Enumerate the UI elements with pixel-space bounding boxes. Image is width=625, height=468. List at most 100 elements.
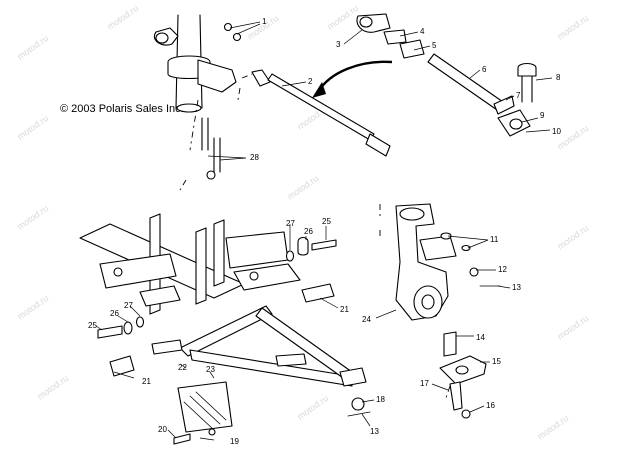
a-arm-front-tube	[179, 305, 273, 357]
ball-joint-15-hole	[455, 365, 469, 375]
frame-tube-2	[195, 227, 207, 305]
screw-20	[173, 433, 191, 445]
ball-joint-group	[439, 331, 487, 419]
jam-nut-7	[493, 95, 515, 115]
ball-joint-centerline	[445, 385, 451, 399]
jam-nut-4	[383, 29, 407, 45]
bolt-25-upper	[311, 239, 337, 251]
castle-nut-18	[351, 397, 365, 411]
frame-lower-mount	[139, 285, 181, 307]
callout-14: 14	[476, 333, 485, 342]
callout-25-upper: 25	[322, 217, 331, 226]
direction-arrowhead	[312, 82, 326, 98]
callout-27-upper: 27	[286, 219, 295, 228]
callout-27-lower: 27	[124, 301, 133, 310]
callout-labels: 1 2 3 4 5 6 7 8 9 10 11 12 13 13 14 15 1…	[88, 17, 561, 446]
tie-rod	[267, 73, 375, 141]
nut-1b	[223, 22, 233, 32]
skid-plate-group	[173, 381, 233, 445]
watermark-text: motod.ru	[35, 373, 70, 402]
callout-9: 9	[540, 111, 545, 120]
watermark-text: motod.ru	[285, 173, 320, 202]
callout-3: 3	[336, 40, 341, 49]
frame-tube-3	[213, 219, 225, 287]
tie-rod-group	[237, 69, 391, 157]
bolt-8-shank	[521, 75, 533, 103]
tie-rod-centerline	[237, 73, 253, 101]
nut-16	[461, 409, 471, 419]
a-arm-group	[151, 305, 367, 387]
watermark-text: motod.ru	[555, 313, 590, 342]
callout-19: 19	[230, 437, 239, 446]
bolt-17	[449, 381, 463, 411]
frame-group	[79, 213, 301, 315]
a-arm-rear-tube	[189, 349, 353, 387]
alignment-line	[179, 99, 199, 191]
spindle-top-eye	[399, 207, 425, 221]
callout-25-lower: 25	[88, 321, 97, 330]
nut-1	[232, 32, 242, 42]
watermark-text: motod.ru	[325, 3, 360, 32]
rod-end-9-eye	[509, 118, 523, 130]
upper-mount-hardware	[285, 236, 337, 262]
pitman-arm	[197, 59, 237, 93]
watermark-text: motod.ru	[555, 223, 590, 252]
callout-4: 4	[420, 27, 425, 36]
callout-5: 5	[432, 41, 437, 50]
callout-21-lower: 21	[142, 377, 151, 386]
bolt-28b	[213, 137, 221, 173]
watermark-text: motod.ru	[15, 203, 50, 232]
callout-17: 17	[420, 379, 429, 388]
callout-23: 23	[206, 365, 215, 374]
nut-12	[469, 267, 479, 277]
cotter-pin-13b	[347, 411, 371, 417]
callout-21-upper: 21	[340, 305, 349, 314]
callout-18: 18	[376, 395, 385, 404]
callout-8: 8	[556, 73, 561, 82]
callout-24: 24	[362, 315, 371, 324]
pivot-tube-22	[151, 339, 183, 355]
direction-arrow	[316, 60, 393, 93]
frame-lower-bar	[99, 253, 177, 289]
callout-6: 6	[482, 65, 487, 74]
callout-15: 15	[492, 357, 501, 366]
callout-10: 10	[552, 127, 561, 136]
callout-16: 16	[486, 401, 495, 410]
callout-7: 7	[516, 91, 521, 100]
callout-13-upper: 13	[512, 283, 521, 292]
frame-mount	[233, 263, 301, 291]
rod-end-3-eye	[359, 16, 373, 28]
a-arm-gusset	[275, 353, 307, 367]
watermark-text: motod.ru	[15, 113, 50, 142]
bolt-25-lower	[97, 325, 123, 339]
nut-27-upper	[285, 250, 295, 262]
skid-plate-hatch	[183, 391, 227, 431]
ball-joint-housing	[339, 367, 367, 387]
ball-joint-stud-14	[443, 331, 457, 357]
callout-11: 11	[490, 235, 499, 244]
washer-26-lower	[123, 321, 133, 335]
lower-mount-hardware	[97, 316, 145, 339]
callout-22: 22	[178, 363, 187, 372]
callout-12: 12	[498, 265, 507, 274]
frame-bracket	[225, 231, 289, 269]
bushing-21-upper	[301, 283, 335, 303]
watermark-text: motod.ru	[105, 3, 140, 32]
spindle-group	[379, 203, 457, 321]
callout-1: 1	[262, 17, 267, 26]
callout-26-lower: 26	[110, 309, 119, 318]
bolt-8-head	[517, 62, 537, 77]
copyright-text: © 2003 Polaris Sales Inc.	[60, 103, 184, 115]
steering-arm	[419, 235, 457, 261]
leader-lines	[95, 21, 553, 441]
tie-rod-end-outer	[365, 133, 391, 157]
callout-28: 28	[250, 153, 259, 162]
steering-post-end	[176, 103, 202, 113]
washer-26-upper	[297, 236, 309, 256]
nut-27-lower	[135, 316, 145, 328]
tie-rod-kit-group	[356, 13, 537, 137]
callout-13-lower: 13	[370, 427, 379, 436]
callout-20: 20	[158, 425, 167, 434]
sleeve-5	[399, 39, 425, 59]
frame-hole-2	[249, 271, 259, 281]
